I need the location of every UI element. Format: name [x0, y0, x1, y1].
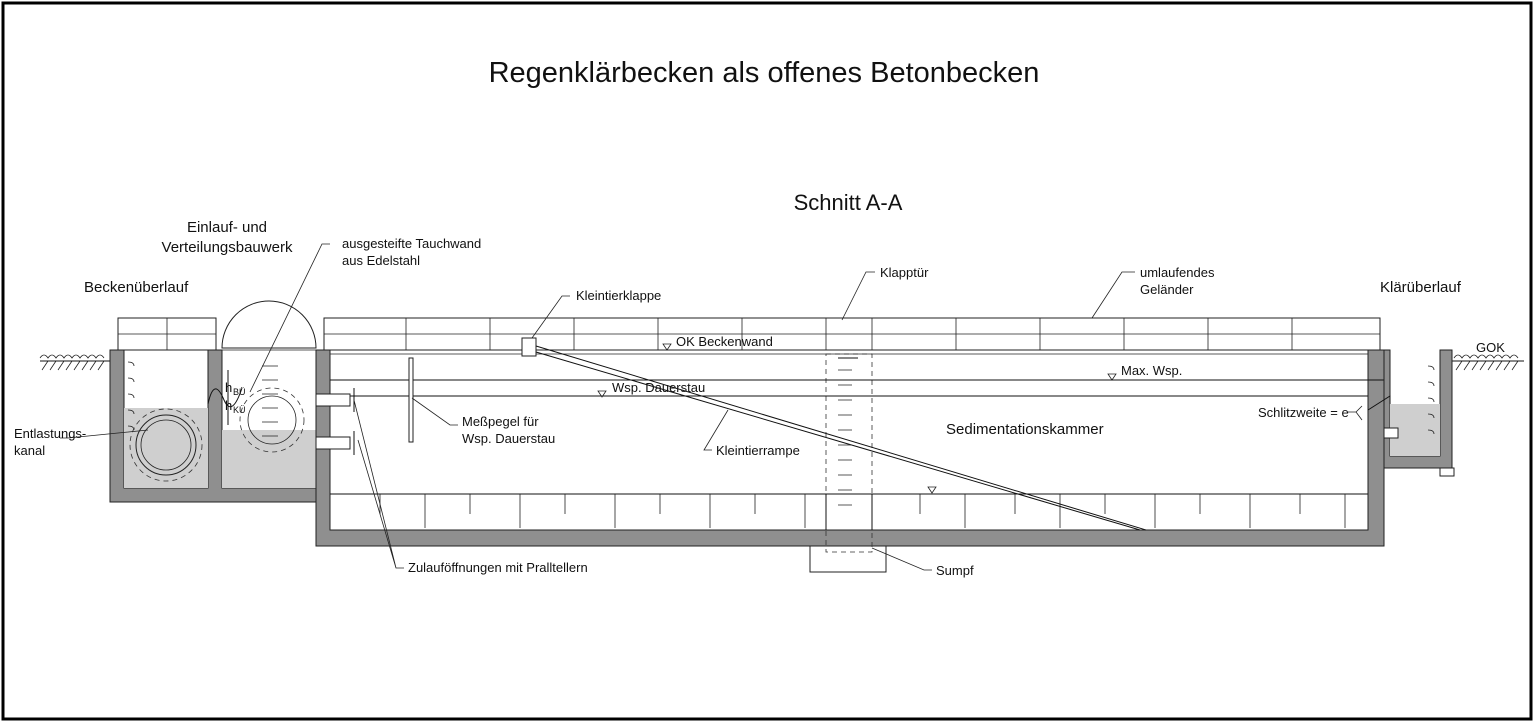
label-kleintierklappe: Kleintierklappe: [576, 288, 661, 303]
leader-lines: [60, 243, 1363, 571]
label-ok-beckenwand: OK Beckenwand: [676, 334, 773, 349]
zulauf-pipes: [315, 388, 355, 455]
label-messpegel-2: Wsp. Dauerstau: [462, 431, 555, 446]
label-tauchwand-2: aus Edelstahl: [342, 253, 420, 268]
label-gok: GOK: [1476, 340, 1505, 355]
section-title: Schnitt A-A: [794, 190, 903, 215]
ground-hatch-right: [1452, 354, 1524, 371]
label-wsp-dauerstau: Wsp. Dauerstau: [612, 380, 705, 395]
messpegel: [408, 357, 414, 443]
label-kleintierrampe: Kleintierrampe: [716, 443, 800, 458]
kleintierklappe: [521, 337, 537, 357]
label-h-bue-sub: BÜ: [233, 387, 246, 397]
label-zulauf: Zulauföffnungen mit Pralltellern: [408, 560, 588, 575]
level-marker-dauerstau: [597, 390, 607, 398]
label-klaerueberlauf: Klärüberlauf: [1380, 279, 1462, 296]
label-gelaender-2: Geländer: [1140, 282, 1194, 297]
drawing-title: Regenklärbecken als offenes Betonbecken: [489, 57, 1040, 89]
label-h-kue-sub: KÜ: [233, 405, 246, 415]
central-ladder: [838, 357, 858, 506]
label-beckenueberlauf: Beckenüberlauf: [84, 279, 189, 296]
label-schlitzweite: Schlitzweite = e: [1258, 405, 1349, 420]
level-marker-ok: [662, 343, 672, 351]
label-h-bue: h: [225, 380, 232, 395]
label-sumpf: Sumpf: [936, 563, 974, 578]
label-h-kue: h: [225, 398, 232, 413]
label-entlastung-1: Entlastungs-: [14, 426, 86, 441]
label-klapptuer: Klapptür: [880, 265, 929, 280]
label-max-wsp: Max. Wsp.: [1121, 363, 1182, 378]
beckenueberlauf-chamber: [109, 317, 331, 503]
railing: [323, 317, 1381, 351]
level-marker-max: [1107, 373, 1117, 381]
einlauf-verteilungsbauwerk: [207, 300, 317, 453]
ground-hatch-left: [39, 354, 110, 371]
label-messpegel-1: Meßpegel für: [462, 414, 539, 429]
label-entlastung-2: kanal: [14, 443, 45, 458]
kleintierrampe: [535, 345, 1147, 531]
label-tauchwand-1: ausgesteifte Tauchwand: [342, 236, 481, 251]
label-einlauf-1: Einlauf- und: [187, 219, 267, 236]
label-sedimentationskammer: Sedimentationskammer: [946, 421, 1104, 438]
main-basin: [315, 349, 1385, 573]
label-einlauf-2: Verteilungsbauwerk: [162, 239, 293, 256]
klaerueberlauf-chamber: [1367, 349, 1455, 477]
label-gelaender-1: umlaufendes: [1140, 265, 1215, 280]
